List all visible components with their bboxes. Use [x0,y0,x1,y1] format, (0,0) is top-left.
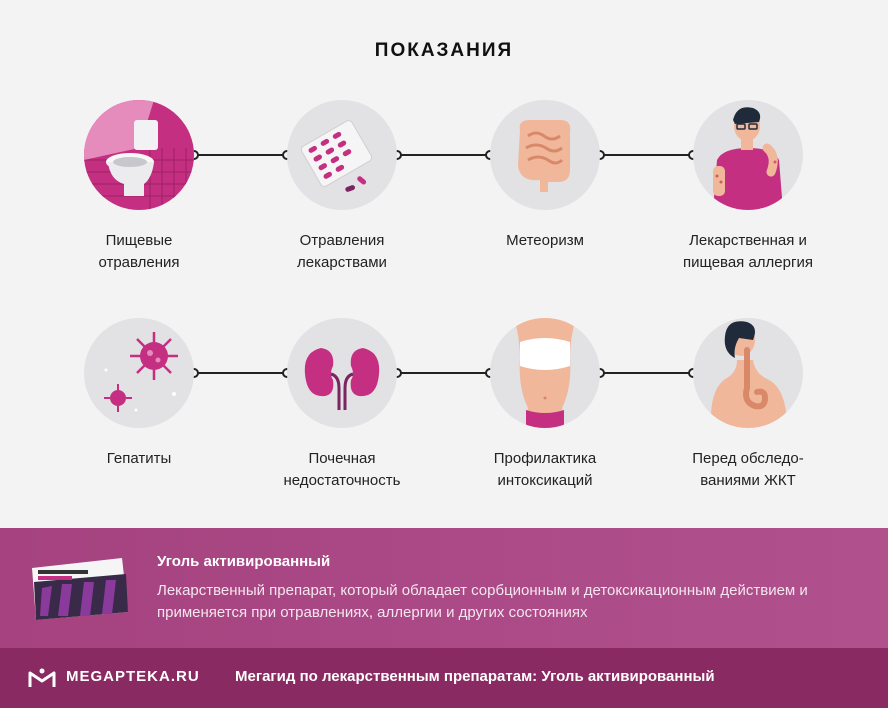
connector-line [194,154,287,156]
footer-bar: MEGAPTEKA.RU Мегагид по лекарственным пр… [0,648,888,708]
medicine-pack-icon [28,554,130,622]
toilet-icon [84,100,194,210]
indication-label: Метеоризм [506,232,584,249]
footer-caption: Мегагид по лекарственным препаратам: Уго… [235,668,715,685]
pills-blister-icon [287,100,397,210]
connector-line [397,154,490,156]
product-description: Лекарственный препарат, который обладает… [157,582,808,621]
indication-label: Перед обследо-ваниями ЖКТ [692,450,804,489]
page-title: ПОКАЗАНИЯ [374,40,514,61]
connector-line [194,372,287,374]
intestines-icon [490,100,600,210]
connector-line [600,154,693,156]
indication-label: Гепатиты [106,450,172,467]
digestive-tract-icon [693,318,803,428]
kidneys-icon [287,318,397,428]
logo-text[interactable]: MEGAPTEKA.RU [66,668,200,685]
product-title: Уголь активированный [157,553,331,570]
allergy-person-icon [693,100,803,210]
product-info-banner: Уголь активированный Лекарственный препа… [0,528,888,648]
virus-icon [84,318,194,428]
torso-icon [490,318,600,428]
connector-line [600,372,693,374]
megapteka-logo-icon[interactable] [28,667,56,689]
connector-line [397,372,490,374]
